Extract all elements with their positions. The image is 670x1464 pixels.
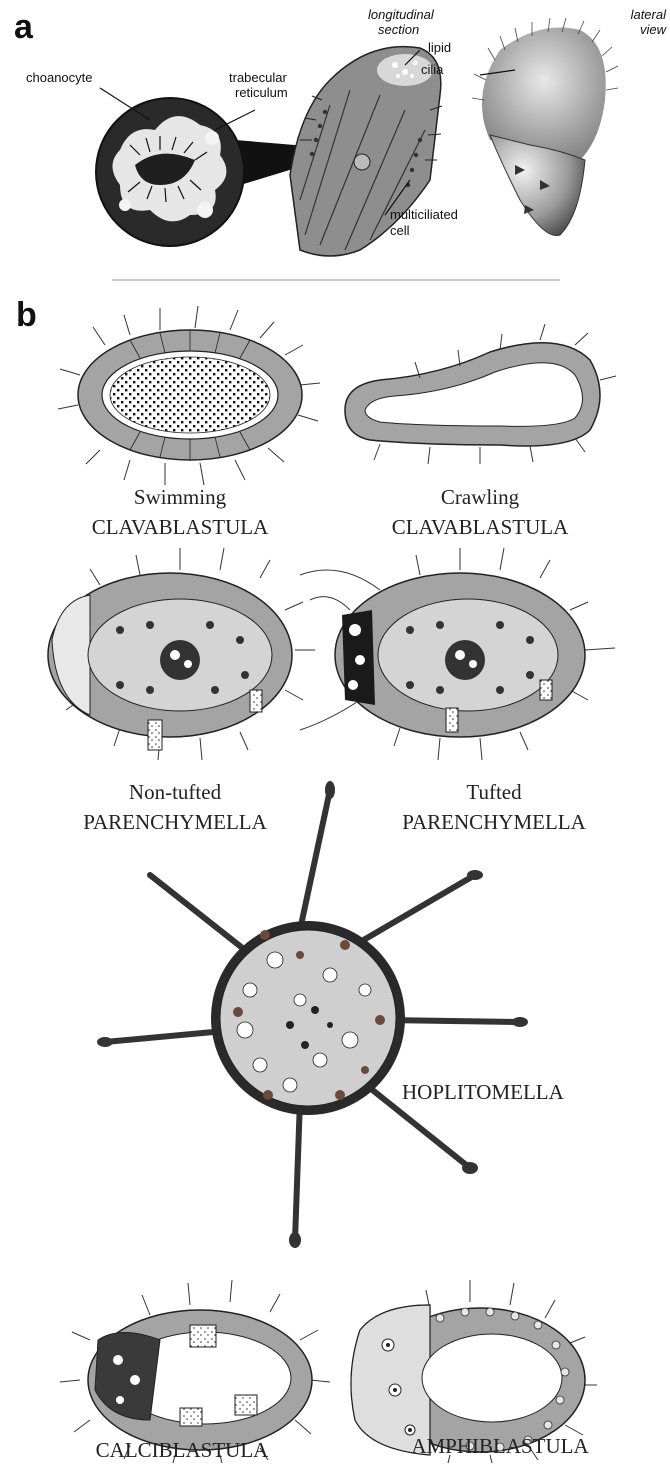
longitudinal-section-larva (290, 47, 442, 256)
caption-amphiblastula: AMPHIBLASTULA (380, 1433, 620, 1459)
caption-tufted-line2: PARENCHYMELLA (374, 809, 614, 835)
label-lateral-line2: view (600, 22, 666, 37)
caption-crawling-line1: Crawling (360, 484, 600, 510)
panel-b-letter: b (16, 298, 37, 332)
label-cilia: cilia (421, 62, 443, 77)
crawling-clavablastula-drawing (345, 324, 616, 464)
caption-calciblastula: CALCIBLASTULA (62, 1437, 302, 1463)
label-multiciliated-line2: cell (390, 223, 410, 238)
nontufted-parenchymella-drawing (48, 548, 315, 760)
tufted-parenchymella-drawing (300, 548, 615, 760)
label-lipid: lipid (428, 40, 451, 55)
label-longitudinal-line1: longitudinal (368, 7, 448, 22)
label-trabecular-line1: trabecular (229, 70, 287, 85)
label-multiciliated-line1: multiciliated (390, 207, 458, 222)
hoplitomella-drawing (97, 781, 528, 1248)
swimming-clavablastula-drawing (58, 306, 320, 485)
label-trabecular-line2: reticulum (235, 85, 288, 100)
label-longitudinal-line2: section (378, 22, 438, 37)
caption-tufted-line1: Tufted (374, 779, 614, 805)
caption-hoplitomella: HOPLITOMELLA (402, 1079, 564, 1105)
caption-crawling-line2: CLAVABLASTULA (360, 514, 600, 540)
lateral-view-larva (472, 18, 618, 236)
caption-swimming-line2: CLAVABLASTULA (60, 514, 300, 540)
label-choanocyte: choanocyte (26, 70, 93, 85)
caption-nontufted-line1: Non-tufted (55, 779, 295, 805)
caption-nontufted-line2: PARENCHYMELLA (55, 809, 295, 835)
caption-swimming-line1: Swimming (60, 484, 300, 510)
label-lateral-line1: lateral (600, 7, 666, 22)
